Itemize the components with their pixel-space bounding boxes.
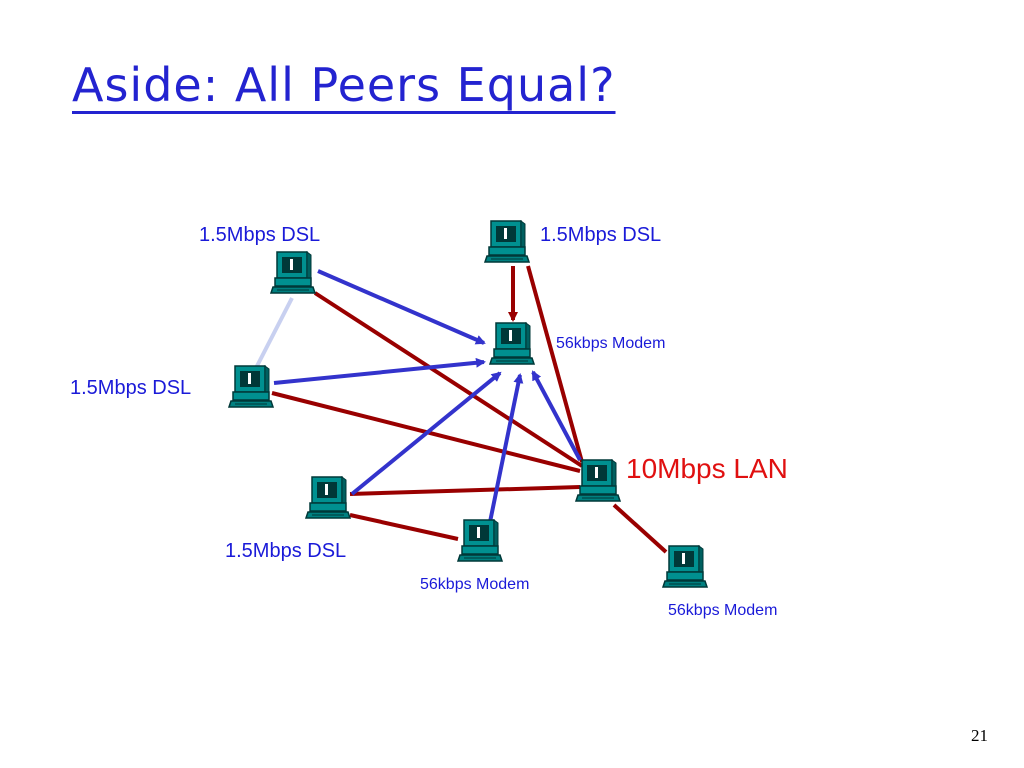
computer-icon	[489, 322, 535, 365]
computer-icon	[575, 459, 621, 502]
link-light	[254, 297, 294, 369]
link-blue-arrow	[273, 357, 486, 385]
page-number: 21	[971, 726, 988, 745]
label-dsl-left: 1.5Mbps DSL	[70, 377, 192, 399]
label-modem-center: 56kbps Modem	[556, 335, 666, 352]
computer-icon	[457, 519, 503, 562]
label-dsl-top-left: 1.5Mbps DSL	[199, 224, 321, 246]
link-red	[612, 503, 668, 554]
label-modem-bottom-right: 56kbps Modem	[668, 602, 778, 619]
link-red	[526, 265, 584, 463]
slide-title: Aside: All Peers Equal?	[72, 58, 616, 112]
computer-icon	[305, 476, 351, 519]
computer-icon	[484, 220, 530, 263]
link-blue-arrow	[531, 370, 582, 461]
link-blue-arrow	[488, 373, 524, 523]
label-dsl-bottom: 1.5Mbps DSL	[225, 540, 347, 562]
link-blue-arrow	[350, 371, 502, 496]
label-lan: 10Mbps LAN	[626, 453, 788, 484]
link-red	[349, 485, 581, 496]
computer-icon	[228, 365, 274, 408]
computer-icon	[662, 545, 708, 588]
link-red	[313, 291, 584, 468]
label-dsl-top-right: 1.5Mbps DSL	[540, 224, 662, 246]
link-red	[349, 513, 459, 541]
link-blue-arrow	[317, 269, 486, 345]
computer-icon	[270, 251, 316, 294]
label-modem-bottom-center: 56kbps Modem	[420, 576, 530, 593]
